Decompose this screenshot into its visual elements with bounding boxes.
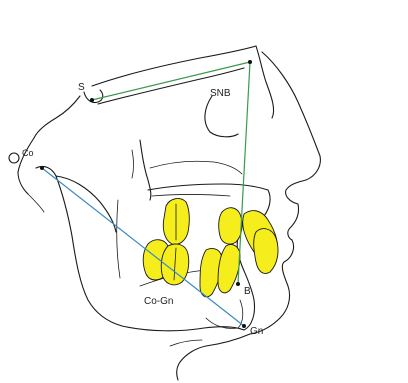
frontal-nasal (256, 46, 274, 118)
label-s: S (78, 82, 85, 93)
label-b: B (244, 286, 251, 297)
dorsum-sellae (34, 96, 80, 138)
point-s (90, 98, 94, 102)
soft-tissue-upper-lip (288, 204, 299, 240)
lower-premolar-2 (218, 244, 240, 292)
point-co (40, 166, 44, 170)
pterygomaxillary (140, 140, 151, 200)
orbit (205, 96, 238, 137)
upper-premolar (219, 208, 242, 244)
palate-inner (152, 195, 230, 197)
zygomatic (150, 161, 242, 174)
pterygoid-plate (132, 150, 134, 178)
nb-line (238, 62, 250, 284)
pharynx (117, 200, 120, 278)
lower-incisor (254, 229, 278, 274)
label-co: Co (22, 148, 34, 158)
soft-tissue-nose (262, 52, 320, 204)
point-n (248, 60, 252, 64)
point-gn (242, 324, 246, 328)
point-b (236, 282, 240, 286)
symphysis-inner (206, 300, 243, 329)
anterior-maxilla (264, 190, 270, 216)
co-gn-line (42, 168, 244, 326)
hyoid (170, 340, 202, 346)
label-snb: SNB (210, 88, 231, 99)
palate (148, 184, 268, 190)
porion-ring (9, 153, 19, 163)
label-gn: Gn (250, 326, 263, 337)
mastoid (28, 194, 44, 212)
condyle-ramus (36, 166, 122, 326)
occipital (18, 138, 34, 194)
teeth (143, 199, 278, 297)
label-co-gn: Co-Gn (144, 296, 173, 307)
